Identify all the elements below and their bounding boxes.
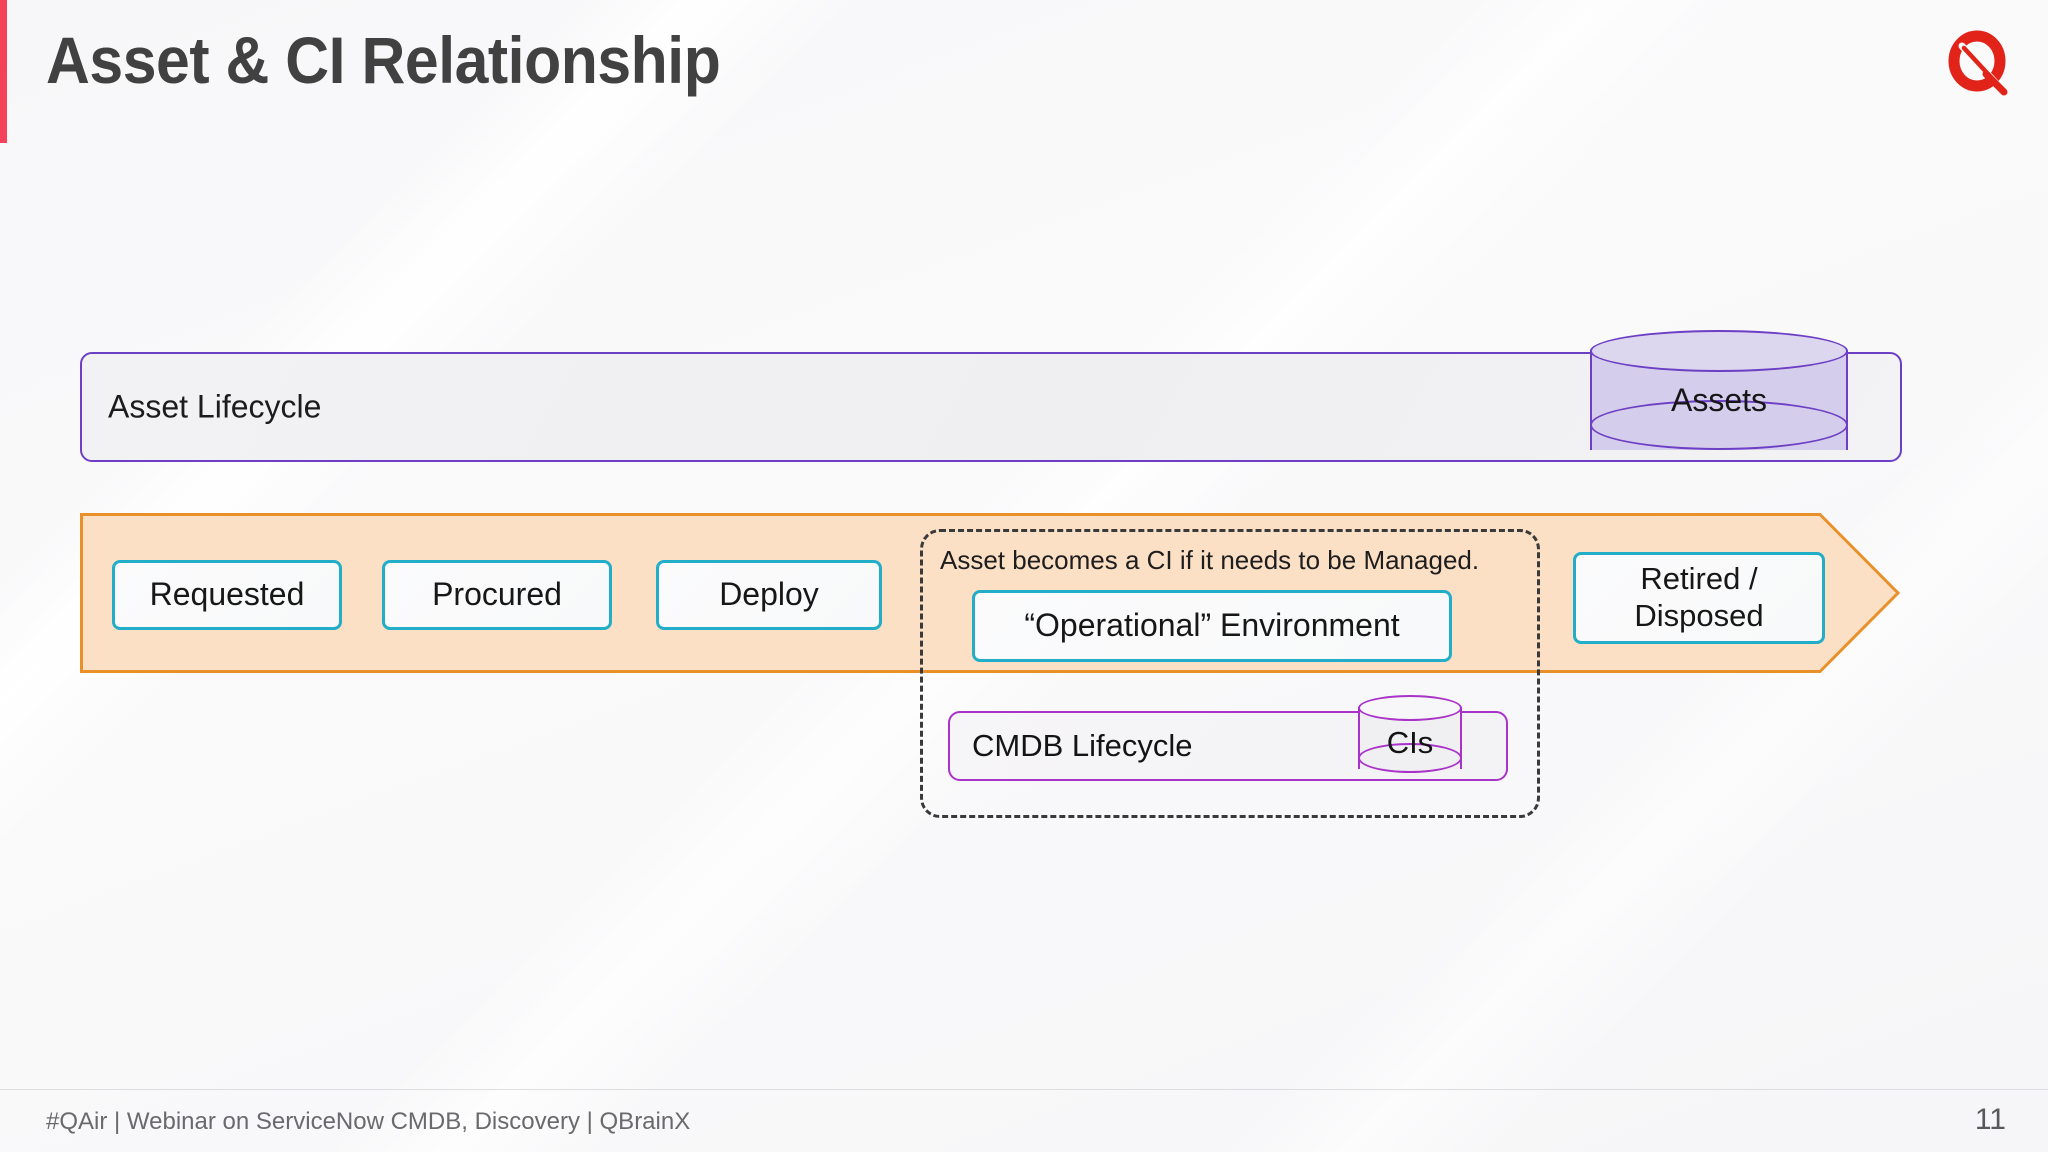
cylinder-bottom-ellipse bbox=[1358, 743, 1462, 773]
assets-label: Assets bbox=[1670, 382, 1768, 418]
cylinder-bottom-ellipse bbox=[1590, 400, 1848, 450]
stage-box-operational-environment[interactable]: “Operational” Environment bbox=[972, 590, 1452, 662]
footer-divider bbox=[0, 1089, 2048, 1090]
stage-retired-line2: Disposed bbox=[1634, 598, 1764, 633]
cmdb-lifecycle-label: CMDB Lifecycle bbox=[972, 728, 1193, 763]
cis-label: CIs bbox=[1386, 725, 1434, 760]
stage-box-retired-disposed[interactable]: Retired / Disposed bbox=[1573, 552, 1825, 644]
stage-box-procured[interactable]: Procured bbox=[382, 560, 612, 630]
cylinder-top-ellipse bbox=[1358, 695, 1462, 721]
assets-datastore-cylinder: Assets bbox=[1590, 330, 1848, 472]
asset-lifecycle-label: Asset Lifecycle bbox=[108, 388, 322, 425]
page-number: 11 bbox=[1974, 1103, 2006, 1136]
stage-retired-line1: Retired / bbox=[1640, 561, 1758, 597]
cis-datastore-cylinder: CIs bbox=[1358, 695, 1462, 787]
qbrainx-q-logo-icon bbox=[1946, 30, 2012, 96]
managed-region-dashed-box bbox=[920, 529, 1540, 818]
managed-region-note: Asset becomes a CI if it needs to be Man… bbox=[940, 545, 1480, 575]
footer-text: #QAir | Webinar on ServiceNow CMDB, Disc… bbox=[46, 1108, 691, 1135]
stage-box-deploy[interactable]: Deploy bbox=[656, 560, 882, 630]
title-accent-bar bbox=[0, 0, 7, 143]
cylinder-top-ellipse bbox=[1590, 330, 1848, 372]
page-title: Asset & CI Relationship bbox=[46, 23, 721, 97]
stage-box-requested[interactable]: Requested bbox=[112, 560, 342, 630]
